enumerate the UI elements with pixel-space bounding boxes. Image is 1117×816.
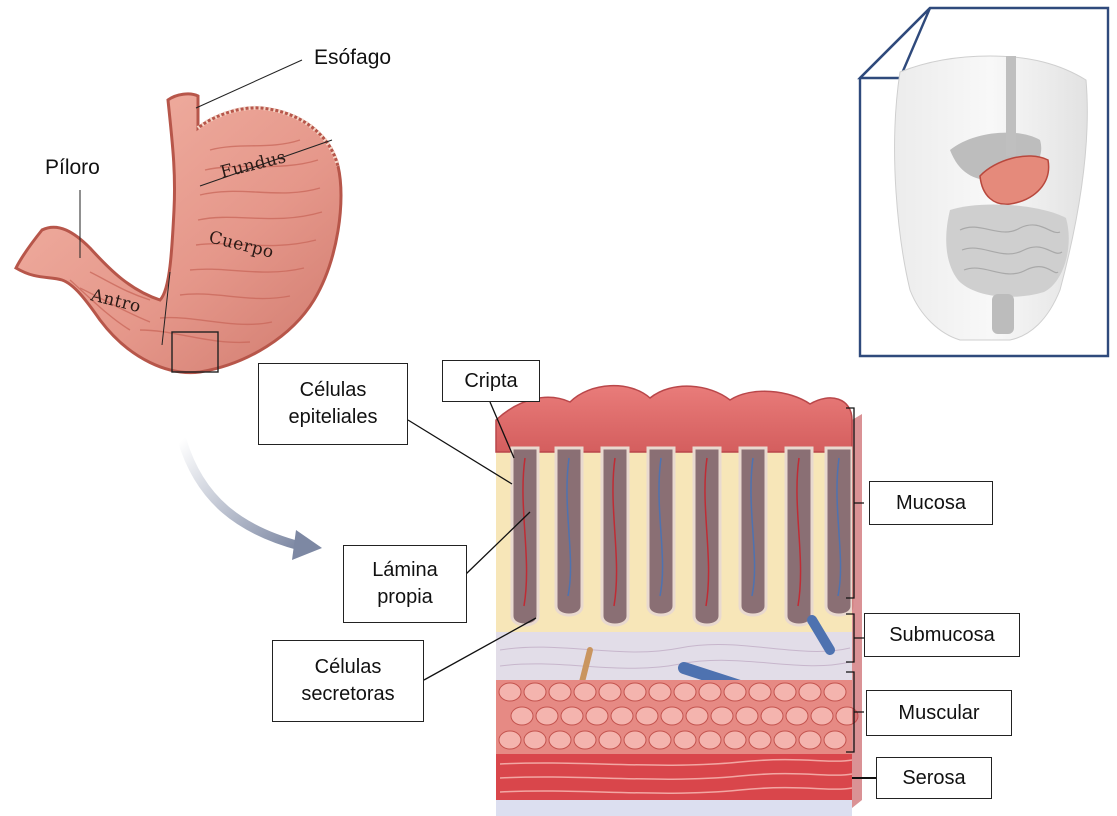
muscle-fiber: [774, 731, 796, 749]
muscle-fiber: [724, 731, 746, 749]
esofago-leader: [196, 60, 302, 108]
muscle-fiber: [824, 683, 846, 701]
celulas-epiteliales-line1: Células: [289, 377, 378, 404]
zoom-arrow: [182, 440, 300, 546]
celulas-secretoras-line2: secretoras: [301, 681, 394, 708]
muscle-fiber: [511, 707, 533, 725]
muscle-fiber: [611, 707, 633, 725]
muscle-fiber: [524, 683, 546, 701]
piloro-label: Píloro: [45, 156, 100, 180]
muscular-label: Muscular: [898, 700, 979, 727]
submucosa-box: Submucosa: [864, 613, 1020, 657]
body-inset: [860, 8, 1108, 356]
muscle-fiber: [799, 731, 821, 749]
celulas-secretoras-box: Células secretoras: [272, 640, 424, 722]
muscle-fiber: [636, 707, 658, 725]
muscle-fiber: [686, 707, 708, 725]
muscle-fiber: [524, 731, 546, 749]
muscle-fiber: [674, 731, 696, 749]
muscle-fiber: [661, 707, 683, 725]
celulas-epiteliales-line2: epiteliales: [289, 404, 378, 431]
zoom-arrow-head: [292, 530, 322, 560]
esofago-label: Esófago: [314, 46, 391, 70]
muscle-fiber: [536, 707, 558, 725]
celulas-epiteliales-box: Células epiteliales: [258, 363, 408, 445]
muscle-fiber: [749, 731, 771, 749]
muscle-fiber: [761, 707, 783, 725]
cripta-box: Cripta: [442, 360, 540, 402]
submucosa-label: Submucosa: [889, 622, 995, 649]
muscle-fiber: [561, 707, 583, 725]
muscle-fiber: [711, 707, 733, 725]
lamina-propia-box: Lámina propia: [343, 545, 467, 623]
cripta-label: Cripta: [464, 368, 517, 395]
muscle-fiber: [549, 731, 571, 749]
mucosa-label: Mucosa: [896, 490, 966, 517]
muscle-fiber: [674, 683, 696, 701]
muscle-fiber: [586, 707, 608, 725]
muscle-fiber: [699, 683, 721, 701]
stomach-illustration: Fundus Cuerpo Antro: [16, 94, 341, 373]
muscle-fiber: [574, 683, 596, 701]
stomach-wall-block: [496, 386, 862, 816]
muscle-fiber: [824, 731, 846, 749]
mucosa-box: Mucosa: [869, 481, 993, 525]
muscle-fiber: [724, 683, 746, 701]
muscle-fiber: [786, 707, 808, 725]
muscle-fiber: [649, 731, 671, 749]
muscle-fiber: [599, 683, 621, 701]
lamina-propia-line1: Lámina: [372, 557, 438, 584]
muscle-fiber: [624, 683, 646, 701]
muscle-fiber: [574, 731, 596, 749]
serosa-box: Serosa: [876, 757, 992, 799]
muscle-fiber: [811, 707, 833, 725]
muscle-fiber: [549, 683, 571, 701]
lamina-propia-line2: propia: [372, 584, 438, 611]
muscle-fiber: [749, 683, 771, 701]
muscle-fiber: [799, 683, 821, 701]
muscle-fiber: [499, 731, 521, 749]
muscle-fiber: [599, 731, 621, 749]
celulas-secretoras-line1: Células: [301, 654, 394, 681]
muscle-fiber: [736, 707, 758, 725]
muscle-fiber: [649, 683, 671, 701]
muscle-fiber: [624, 731, 646, 749]
muscle-fiber: [499, 683, 521, 701]
muscle-fiber: [699, 731, 721, 749]
muscle-fiber: [774, 683, 796, 701]
muscular-box: Muscular: [866, 690, 1012, 736]
serosa-label: Serosa: [902, 765, 965, 792]
